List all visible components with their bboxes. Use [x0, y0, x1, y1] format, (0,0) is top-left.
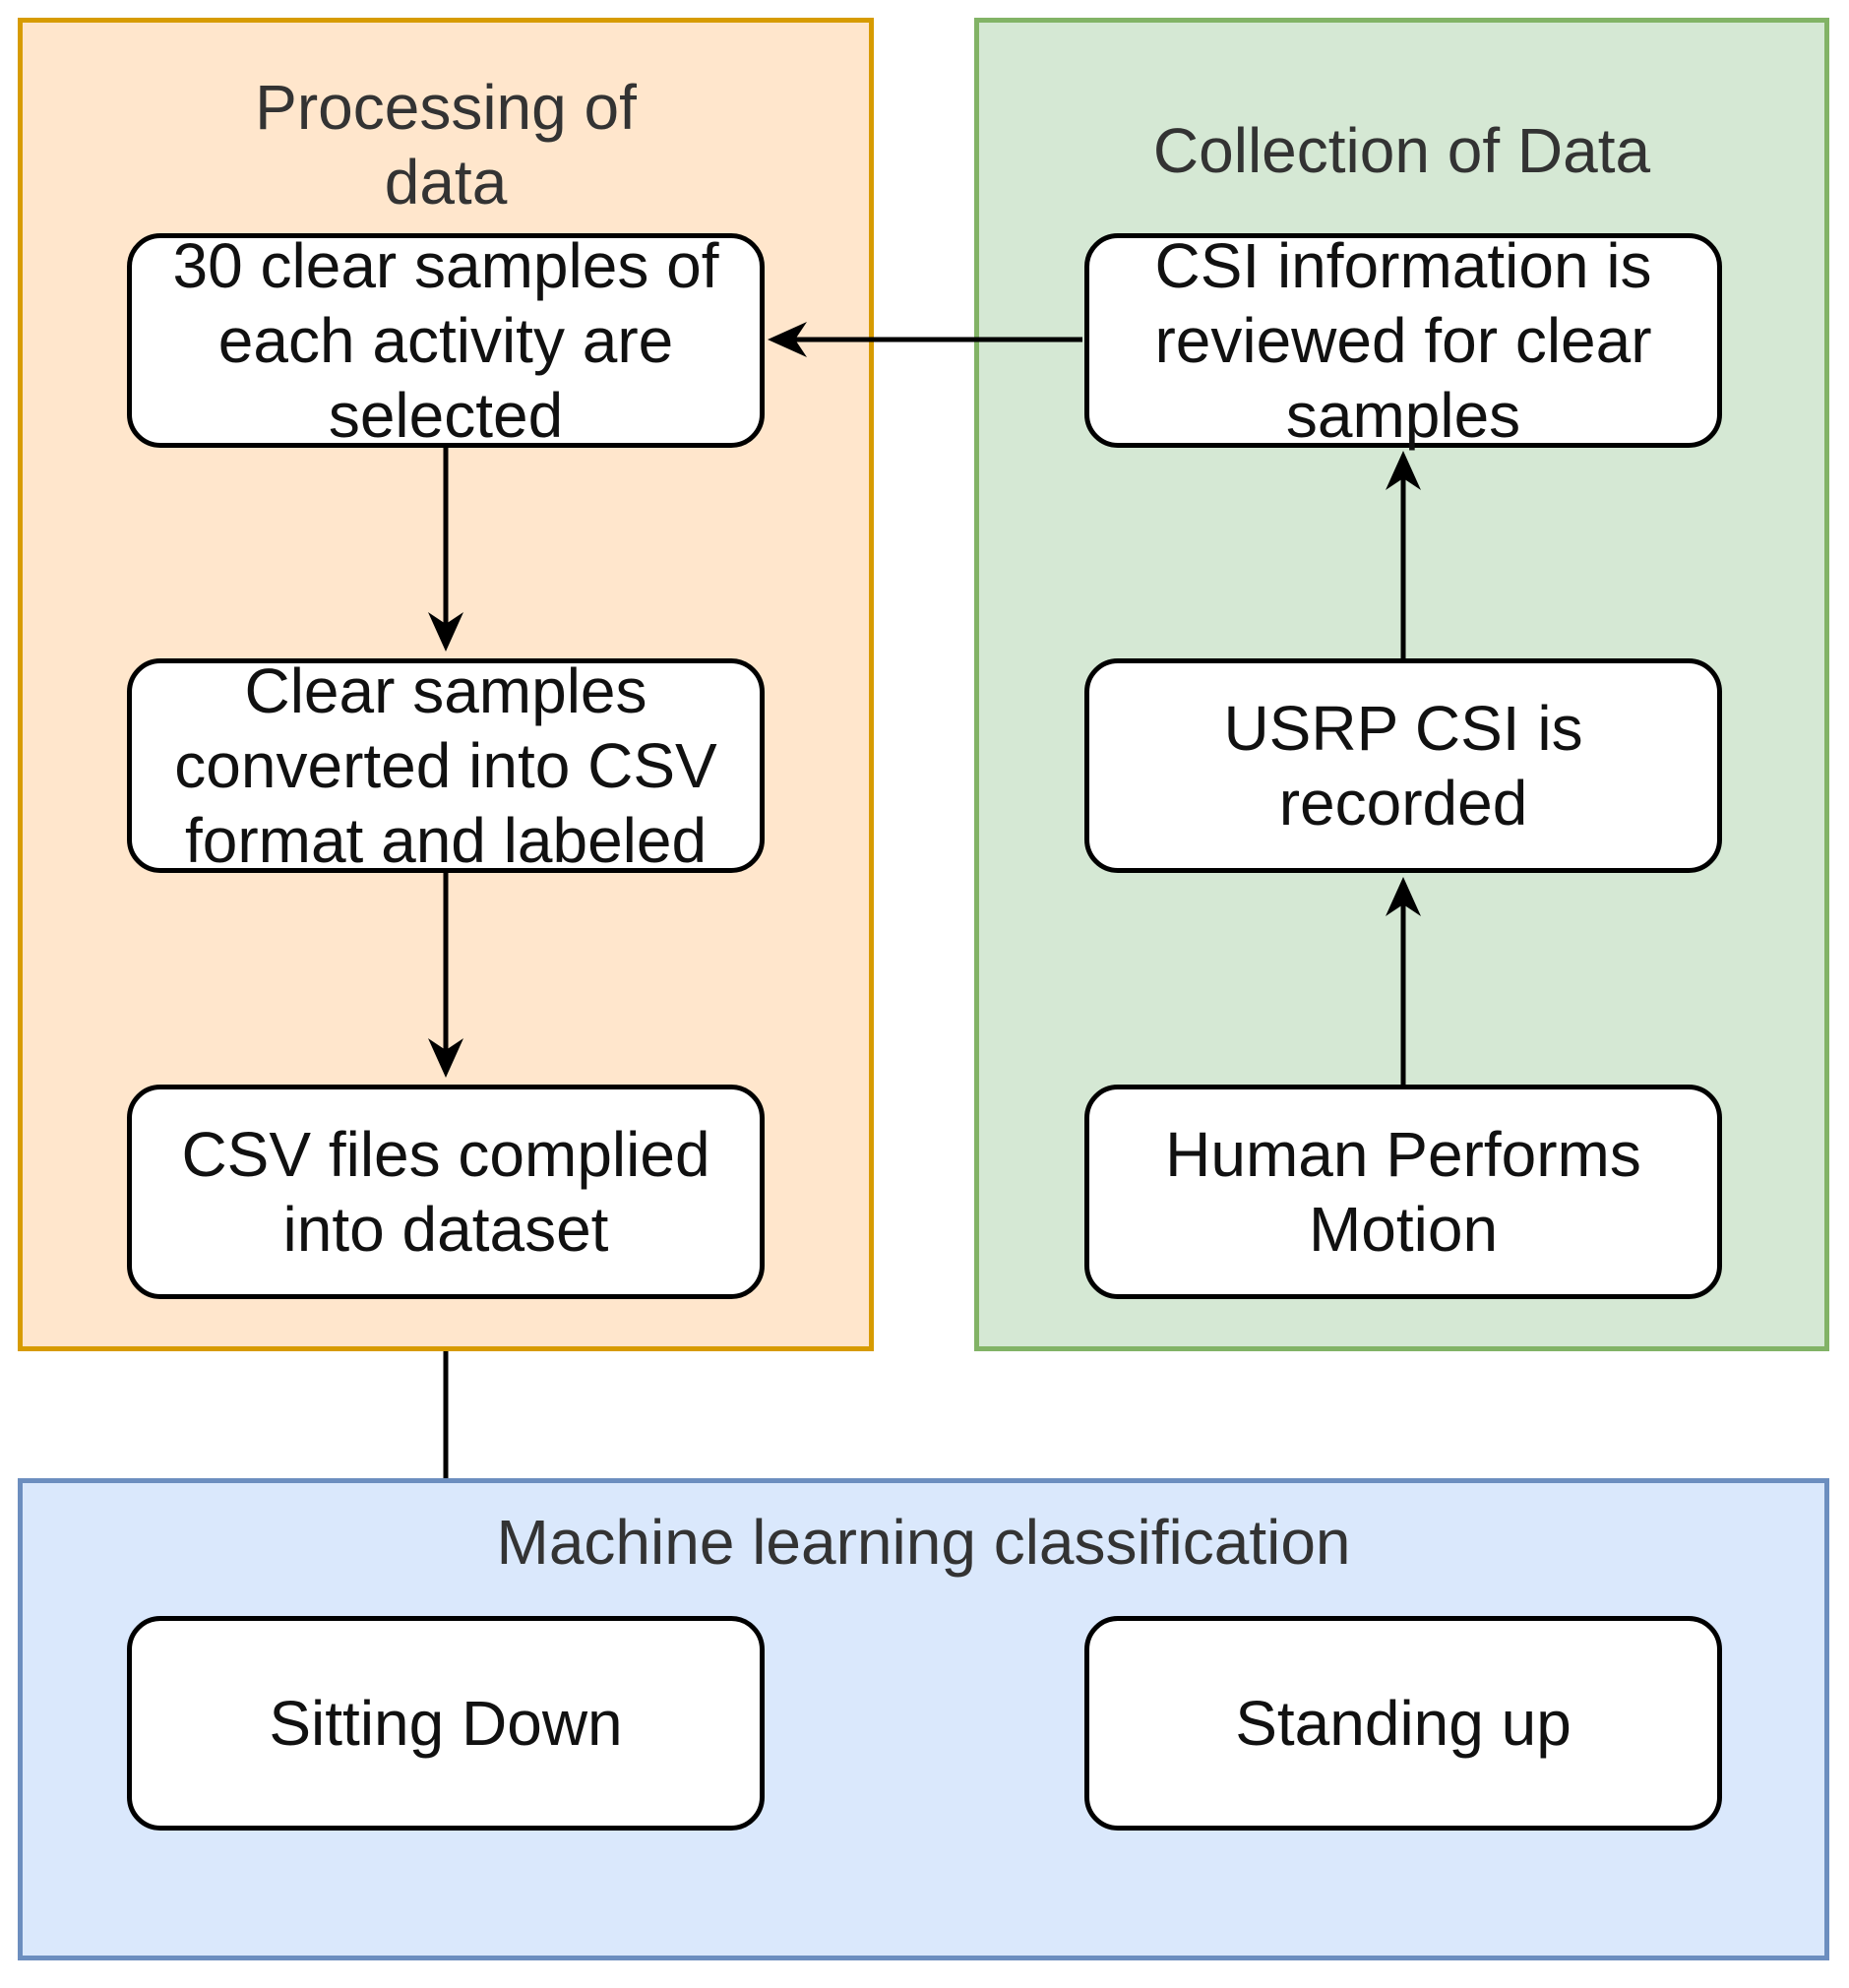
node-sitting-down-label: Sitting Down: [269, 1688, 623, 1759]
collection-panel-title: Collection of Data: [1152, 115, 1651, 186]
node-record-csi: USRP CSI is recorded: [1084, 658, 1722, 873]
node-compile-dataset-label: CSV files complied into dataset: [181, 1119, 710, 1265]
node-sitting-down: Sitting Down: [127, 1616, 765, 1831]
node-compile-dataset: CSV files complied into dataset: [127, 1085, 765, 1299]
node-convert-csv: Clear samples converted into CSV format …: [127, 655, 765, 876]
node-select-samples: 30 clear samples of each activity are se…: [127, 230, 765, 451]
node-human-motion-label: Human Performs Motion: [1165, 1119, 1641, 1265]
node-human-motion: Human Performs Motion: [1084, 1085, 1722, 1299]
node-review-csi: CSI information is reviewed for clear sa…: [1084, 230, 1722, 451]
processing-panel-title: Processing of data: [255, 72, 637, 217]
node-convert-csv-label: Clear samples converted into CSV format …: [174, 655, 717, 876]
node-review-csi-label: CSI information is reviewed for clear sa…: [1154, 230, 1652, 451]
node-standing-up-label: Standing up: [1235, 1688, 1572, 1759]
node-select-samples-label: 30 clear samples of each activity are se…: [172, 230, 719, 451]
node-record-csi-label: USRP CSI is recorded: [1223, 693, 1583, 839]
ml-panel-title: Machine learning classification: [496, 1507, 1351, 1578]
node-standing-up: Standing up: [1084, 1616, 1722, 1831]
